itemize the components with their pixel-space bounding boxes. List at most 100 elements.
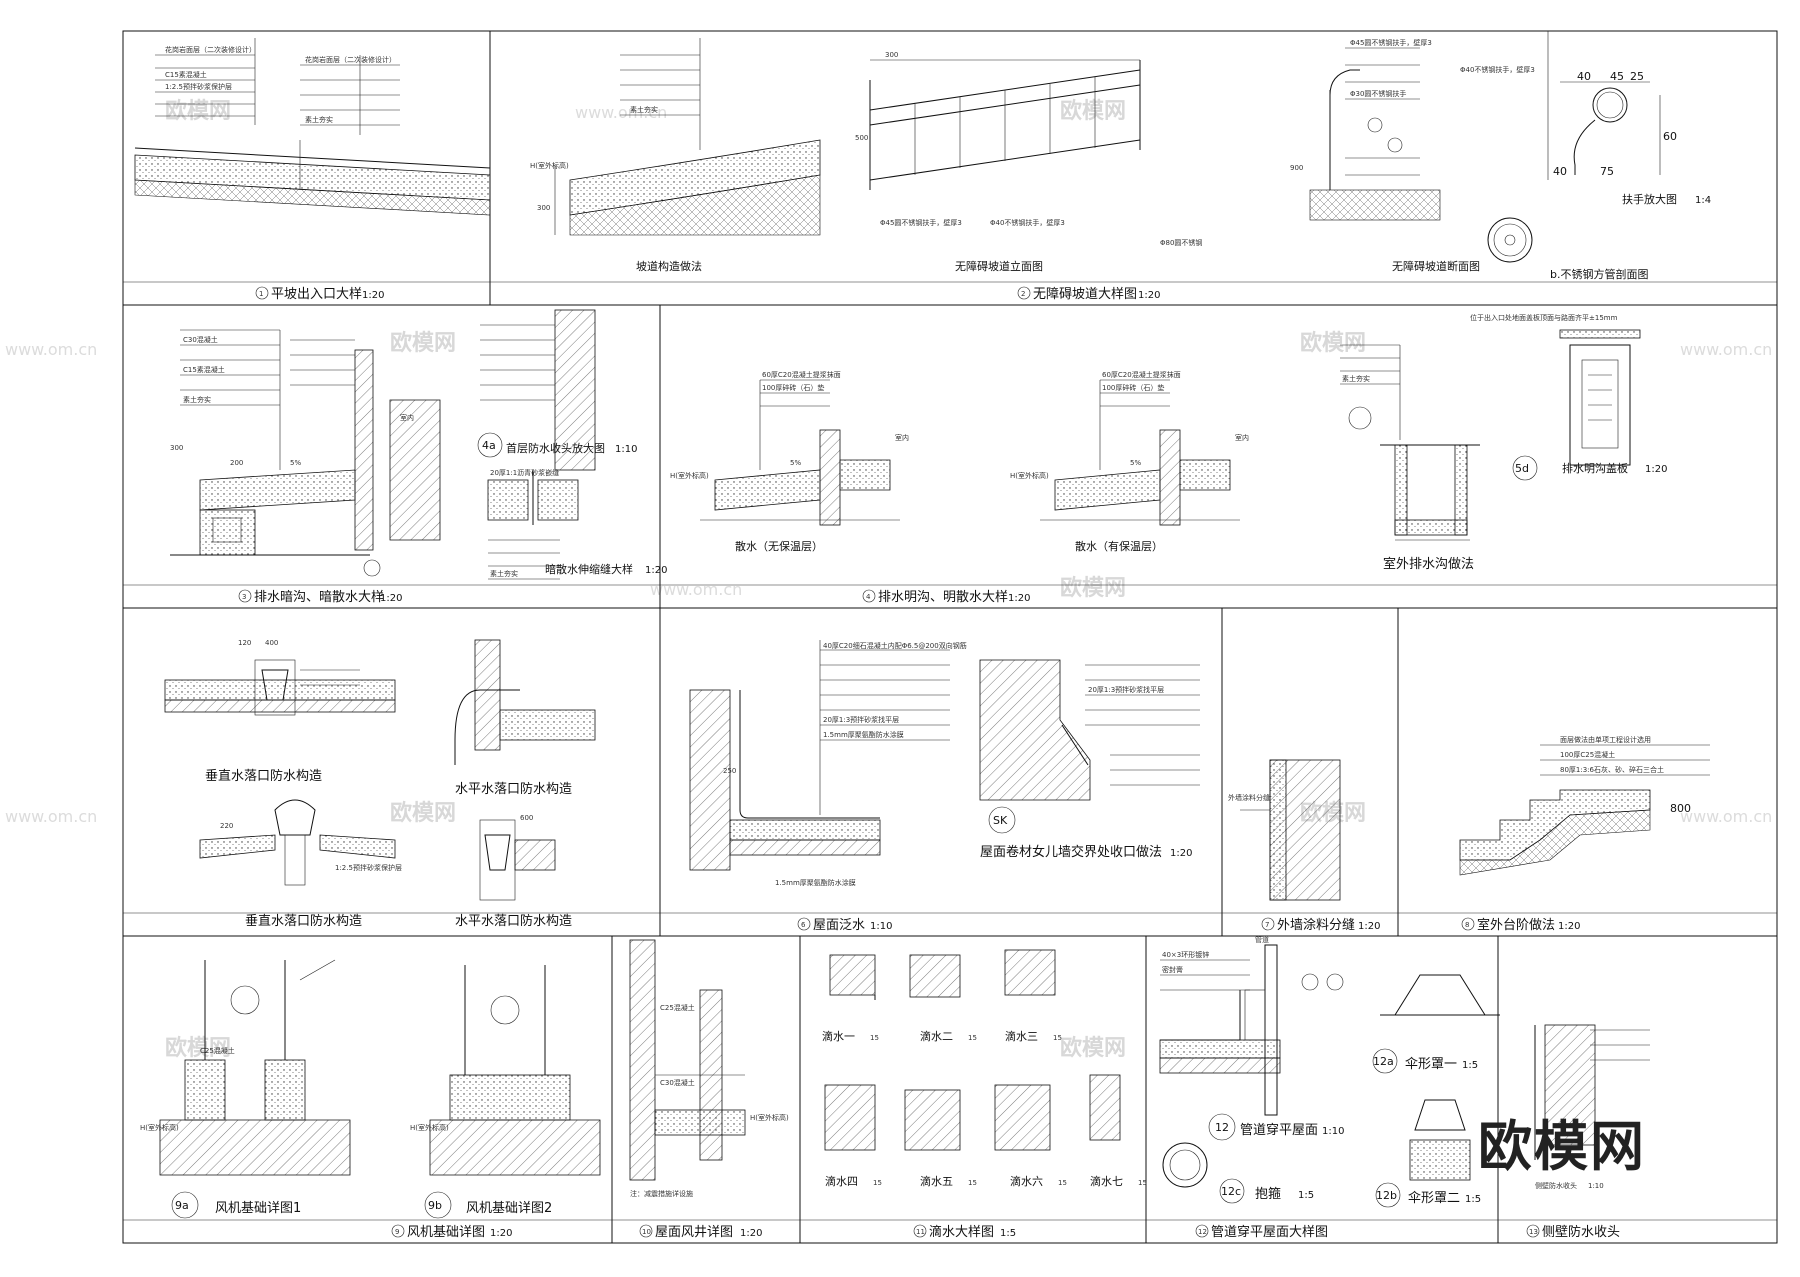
dv2-dim-220: 220 bbox=[220, 822, 233, 830]
apron2-indoor: 室内 bbox=[1235, 433, 1249, 442]
d12-note-sealant: 密封膏 bbox=[1162, 965, 1183, 974]
d6-note-pe: 1.5mm厚聚氨酯防水涂膜 bbox=[823, 730, 904, 739]
elev-note-d45: Φ45圆不锈钢扶手，壁厚3 bbox=[880, 218, 962, 227]
drip-1-scale: 15 bbox=[870, 1034, 879, 1042]
watermark: 欧模网 bbox=[165, 98, 231, 124]
d3-note-soil: 素土夯实 bbox=[183, 395, 211, 404]
detail-7-number: 7 bbox=[1265, 921, 1269, 929]
umb1-tag: 12a bbox=[1373, 1055, 1394, 1068]
tube-section-caption: b.不锈钢方管剖面图 bbox=[1550, 267, 1648, 281]
watermark-url: www.om.cn bbox=[650, 580, 742, 599]
watermark-url: www.om.cn bbox=[1680, 807, 1772, 826]
drain-vertical-2: 220 1:2.5预拌砂浆保护层 垂直水落口防水构造 bbox=[199, 799, 402, 929]
detail-11-number: 11 bbox=[916, 1228, 925, 1236]
drip-6-scale: 15 bbox=[1058, 1179, 1067, 1187]
detail-13-number: 13 bbox=[1529, 1228, 1538, 1236]
detail-10-roof-shaft: C25混凝土 C30混凝土 H(室外标高) 注：减震措施详设施 10 屋面风井详… bbox=[629, 939, 789, 1240]
apron1-indoor: 室内 bbox=[895, 433, 909, 442]
detail-6-roof-flashing: 40厚C20细石混凝土内配Φ6.5@200双向钢筋 20厚1:3预拌砂浆找平层 … bbox=[689, 640, 967, 933]
hr-dim-25: 25 bbox=[1630, 70, 1644, 83]
elev-note-d40: Φ40不锈钢扶手，壁厚3 bbox=[990, 218, 1065, 227]
title-9-group: 9 风机基础详图 1:20 bbox=[391, 1224, 512, 1240]
detail-11-drips: 滴水一 15 滴水二 15 滴水三 15 滴水四 15 滴水五 15 滴水六 1… bbox=[822, 949, 1147, 1240]
watermark: 欧模网 bbox=[390, 800, 456, 826]
detail-3-scale: 1:20 bbox=[380, 593, 402, 604]
joint-caption: 暗散水伸缩缝大样 bbox=[545, 562, 633, 576]
detail-2-scale: 1:20 bbox=[1138, 290, 1160, 301]
d12-note-hoop: 40×3环形镀锌 bbox=[1162, 950, 1209, 959]
cover-caption: 排水明沟盖板 bbox=[1562, 461, 1628, 475]
fan2-h-mark: H(室外标高) bbox=[410, 1123, 449, 1132]
detail-3-title: 排水暗沟、暗散水大样 bbox=[254, 590, 384, 605]
hr-dim-40: 40 bbox=[1577, 70, 1591, 83]
hr-dim-45: 45 bbox=[1610, 70, 1624, 83]
apron-with-insulation: 60厚C20混凝土提浆抹面 100厚碎砖（石）垫 H(室外标高) 室内 5% 散… bbox=[1010, 370, 1249, 553]
drain-v2-caption: 垂直水落口防水构造 bbox=[245, 913, 362, 929]
parapet-note-membrane: 20厚1:3预拌砂浆找平层 bbox=[1088, 685, 1164, 694]
d12-note-pipe: 管道 bbox=[1255, 935, 1269, 944]
detail-10-title: 屋面风井详图 bbox=[655, 1225, 733, 1240]
d10-note: 注：减震措施详设施 bbox=[630, 1189, 693, 1198]
umb1-scale: 1:5 bbox=[1462, 1060, 1478, 1071]
detail-4-scale: 1:20 bbox=[1008, 593, 1030, 604]
d8-dim-800: 800 bbox=[1670, 802, 1691, 815]
detail-4-number: 4 bbox=[866, 593, 871, 601]
d13-small-caption: 侧壁防水收头 bbox=[1535, 1181, 1577, 1190]
cover-note: 位于出入口处地面盖板顶面与路面齐平±15mm bbox=[1470, 313, 1618, 322]
note-ramp-top: 花岗岩面层（二次装修设计） bbox=[165, 45, 256, 54]
detail-9-number: 9 bbox=[395, 1228, 399, 1236]
detail-12-title: 管道穿平屋面大样图 bbox=[1211, 1224, 1328, 1240]
drain-horizontal-2: 600 水平水落口防水构造 bbox=[455, 814, 572, 929]
detail-8-number: 8 bbox=[1465, 921, 1469, 929]
d8-note-finish: 面层做法由单项工程设计选用 bbox=[1560, 735, 1651, 744]
d3-dim-300: 300 bbox=[170, 444, 183, 452]
dv1-dim-400: 400 bbox=[265, 639, 278, 647]
detail-9-title: 风机基础详图 bbox=[407, 1225, 485, 1240]
watermark: 欧模网 bbox=[1300, 330, 1366, 356]
joint-note-soil: 素土夯实 bbox=[490, 569, 518, 578]
pipe-tag: 12 bbox=[1215, 1121, 1229, 1134]
parapet-scale: 1:20 bbox=[1170, 848, 1192, 859]
hr-dim-60: 60 bbox=[1663, 130, 1677, 143]
drip-3: 滴水三 bbox=[1005, 1029, 1038, 1043]
ramp-dim-300: 300 bbox=[537, 204, 550, 212]
apron1-h-mark: H(室外标高) bbox=[670, 471, 709, 480]
drain-h1-caption: 水平水落口防水构造 bbox=[455, 781, 572, 797]
detail-8-title: 室外台阶做法 bbox=[1477, 917, 1555, 933]
ditch-cover: 位于出入口处地面盖板顶面与路面齐平±15mm 5d 排水明沟盖板 1:20 bbox=[1470, 313, 1667, 481]
ramp-section-caption: 无障碍坡道断面图 bbox=[1392, 259, 1480, 273]
drip-2: 滴水二 bbox=[920, 1029, 953, 1043]
d10-note-c30: C30混凝土 bbox=[660, 1078, 695, 1087]
apron2-h-mark: H(室外标高) bbox=[1010, 471, 1049, 480]
apron2-caption: 散水（有保温层） bbox=[1075, 539, 1163, 553]
watermark-url: www.om.cn bbox=[5, 340, 97, 359]
drip-7: 滴水七 bbox=[1090, 1174, 1123, 1188]
parapet-tag: SK bbox=[993, 814, 1008, 827]
sec-dim-900: 900 bbox=[1290, 164, 1303, 172]
d13-small-scale: 1:10 bbox=[1588, 1182, 1604, 1190]
d10-note-c25: C25混凝土 bbox=[660, 1003, 695, 1012]
cover-scale: 1:20 bbox=[1645, 464, 1667, 475]
drip-4: 滴水四 bbox=[825, 1174, 858, 1188]
detail-7-title: 外墙涂料分缝 bbox=[1277, 917, 1355, 933]
detail-1-scale: 1:20 bbox=[362, 290, 384, 301]
detail-1-title: 平坡出入口大样 bbox=[271, 287, 362, 302]
detail-11-title: 滴水大样图 bbox=[929, 1224, 994, 1240]
watermark: 欧模网 bbox=[1060, 1035, 1126, 1061]
detail-6-scale: 1:10 bbox=[870, 921, 892, 932]
d3-note-c15: C15素混凝土 bbox=[183, 365, 225, 374]
handrail-detail: 40 45 25 60 75 40 Φ40不锈钢扶手，壁厚3 扶手放大图 1:4… bbox=[1460, 31, 1711, 281]
drip-2-scale: 15 bbox=[968, 1034, 977, 1042]
ditch-caption: 室外排水沟做法 bbox=[1383, 556, 1474, 572]
pipe-caption: 管道穿平屋面 bbox=[1240, 1122, 1318, 1138]
d10-h-mark: H(室外标高) bbox=[750, 1113, 789, 1122]
apron1-caption: 散水（无保温层） bbox=[735, 539, 823, 553]
drip-4-scale: 15 bbox=[873, 1179, 882, 1187]
fan-base-1: H(室外标高) C25混凝土 9a 风机基础详图1 bbox=[140, 959, 351, 1219]
fan1-caption: 风机基础详图1 bbox=[215, 1201, 301, 1216]
ramp-elevation: 300 500 Φ45圆不锈钢扶手，壁厚3 Φ40不锈钢扶手，壁厚3 Φ80圆不… bbox=[855, 51, 1202, 273]
watermark-url: www.om.cn bbox=[1680, 340, 1772, 359]
detail-12-pipe-roof: 40×3环形镀锌 密封膏 管道 12 管道穿平屋面 1:10 12c 抱箍 1:… bbox=[1159, 935, 1344, 1240]
